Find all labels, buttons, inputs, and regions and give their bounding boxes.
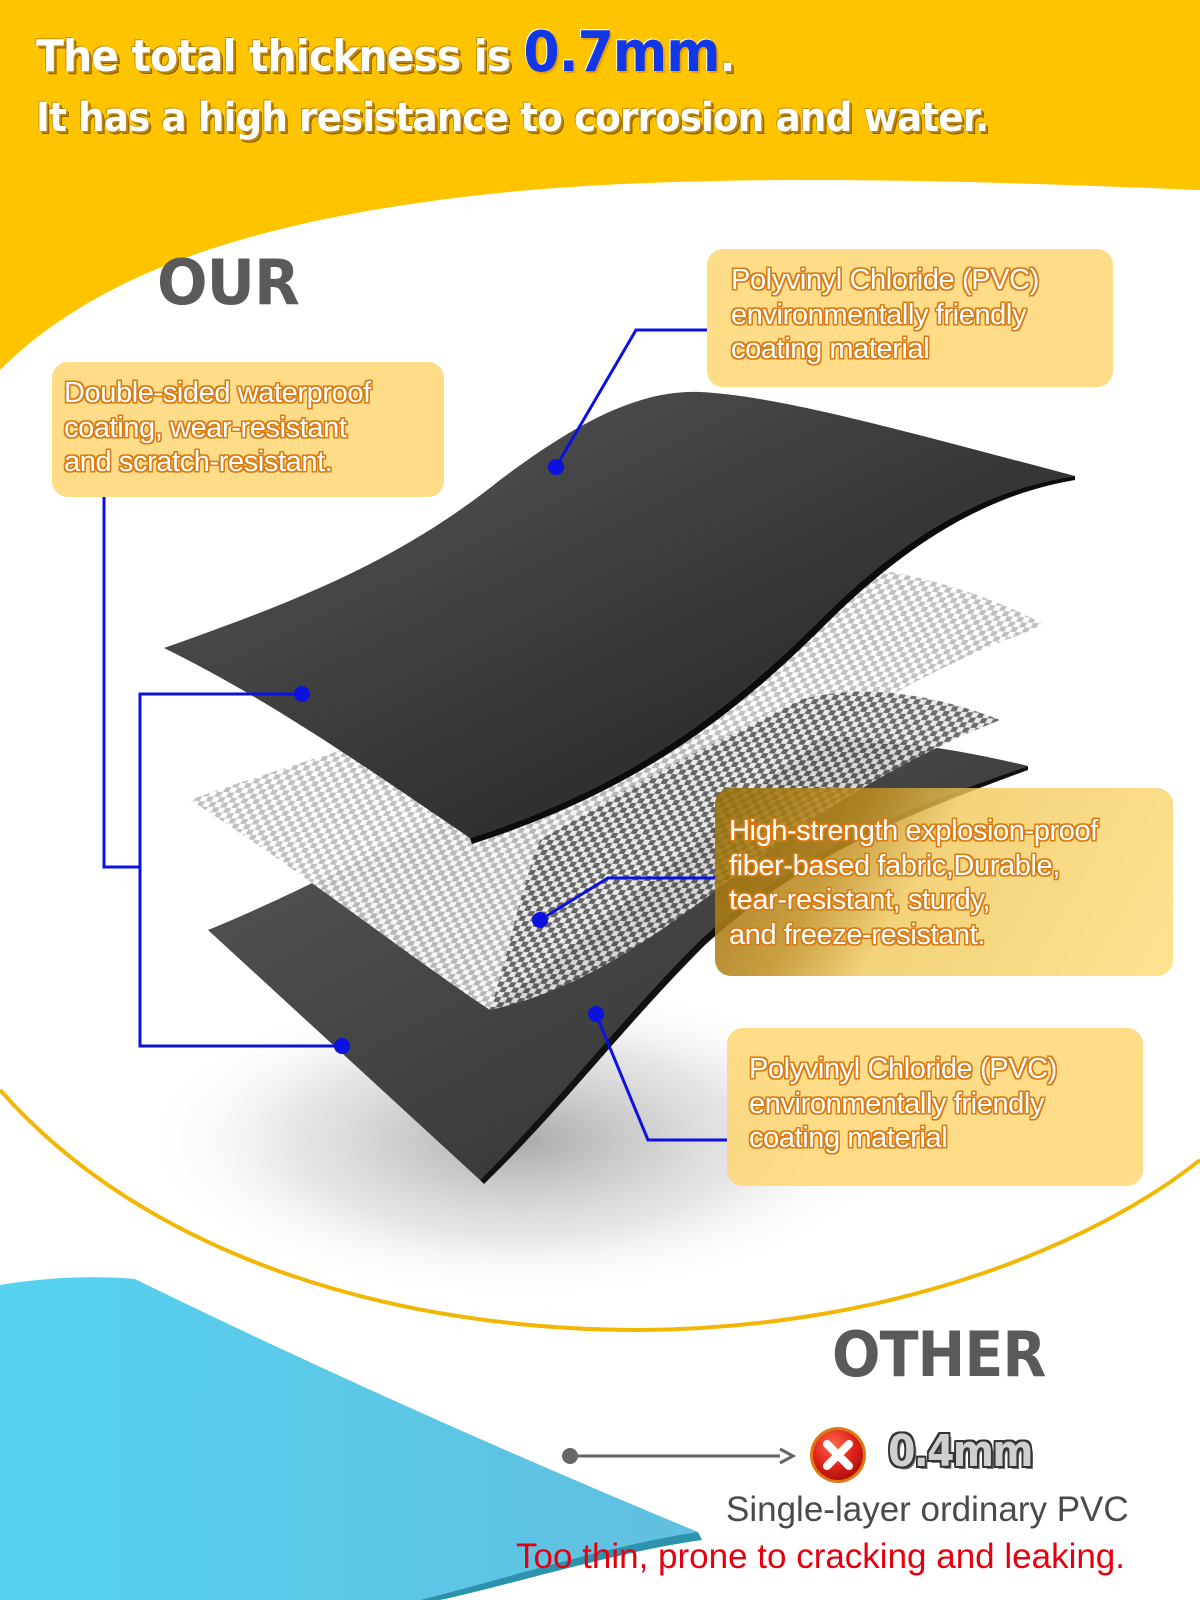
callout-line: Polyvinyl Chloride (PVC) <box>749 1053 1057 1085</box>
callout-line: environmentally friendly <box>749 1087 1045 1120</box>
other-section-label: OTHER <box>832 1318 1046 1391</box>
page-title: The total thickness is 0.7mm. <box>36 20 736 85</box>
fiber-mesh-layer <box>190 570 1045 1010</box>
callout-line: environmentally friendly <box>731 298 1027 331</box>
title-thickness-value: 0.7mm <box>523 20 720 85</box>
our-section-label: OUR <box>157 246 300 319</box>
other-warning-text: Too thin, prone to cracking and leaking. <box>516 1537 1125 1576</box>
top-pvc-sheet <box>164 391 1075 838</box>
other-pointer-arrow <box>562 1447 797 1465</box>
x-circle-icon <box>810 1427 866 1483</box>
title-prefix: The total thickness is <box>36 31 524 82</box>
callout-line: Polyvinyl Chloride (PVC) <box>731 264 1039 296</box>
callout-line: coating material <box>749 1122 948 1154</box>
other-description: Single-layer ordinary PVC <box>726 1490 1129 1529</box>
leader-dots <box>294 459 604 1054</box>
other-pvc-sheet <box>0 1277 698 1600</box>
callout-fiber-fabric: High-strength explosion-proof fiber-base… <box>715 788 1173 976</box>
callout-line: fiber-based fabric,Durable, <box>729 849 1060 882</box>
banner-shape <box>0 0 1200 370</box>
callout-top-pvc-coating: Polyvinyl Chloride (PVC) environmentally… <box>707 249 1113 387</box>
swoosh-line <box>0 1088 1200 1333</box>
other-thickness-value: 0.4mm <box>888 1426 1033 1477</box>
callout-line: Double-sided waterproof <box>64 377 371 409</box>
callout-line: and freeze-resistant. <box>729 918 985 951</box>
title-suffix: . <box>719 31 736 82</box>
callout-line: coating, wear-resistant <box>64 411 347 444</box>
callout-line: High-strength explosion-proof <box>729 815 1098 847</box>
callout-bottom-pvc-coating: Polyvinyl Chloride (PVC) environmentally… <box>727 1028 1143 1186</box>
leader-lines <box>102 328 727 1142</box>
callout-line: coating material <box>731 333 930 365</box>
callout-line: tear-resistant, sturdy, <box>729 884 991 916</box>
callout-waterproof-coating: Double-sided waterproof coating, wear-re… <box>52 362 444 497</box>
page-subtitle: It has a high resistance to corrosion an… <box>36 95 989 141</box>
callout-line: and scratch-resistant. <box>64 446 333 478</box>
